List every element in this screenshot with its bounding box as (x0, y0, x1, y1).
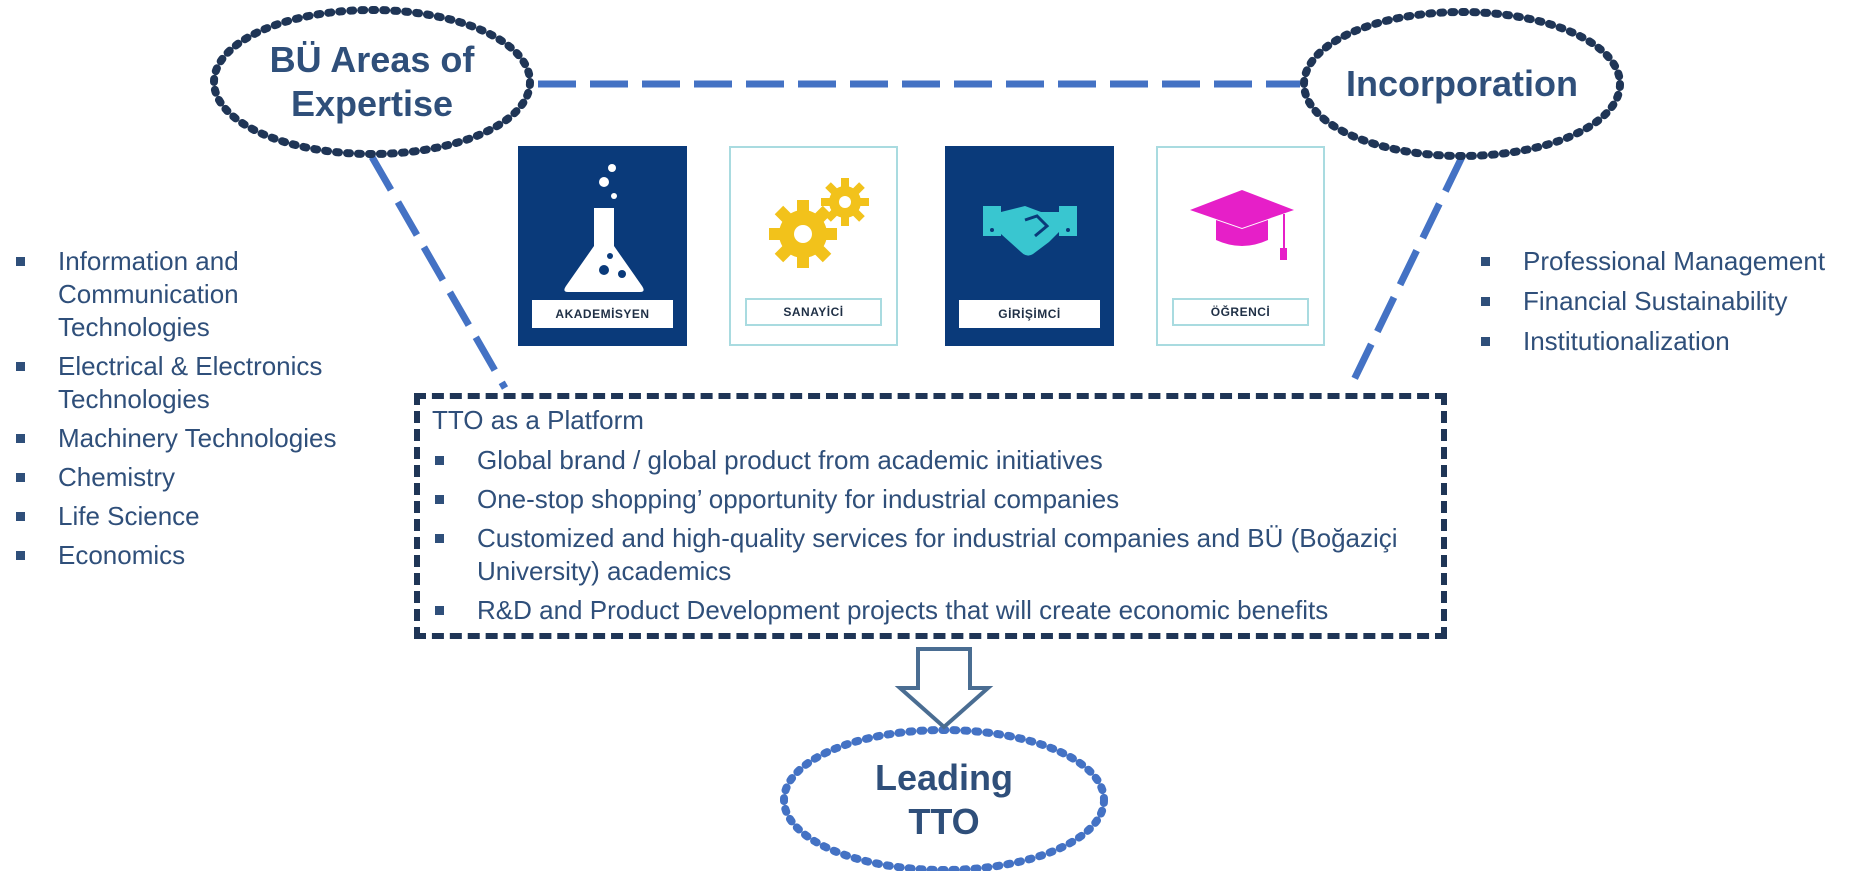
leading-oval-label: Leading TTO (874, 757, 1013, 842)
list-item: Chemistry (14, 461, 374, 494)
list-item: One-stop shopping’ opportunity for indus… (432, 483, 1432, 516)
incorporation-oval (1300, 8, 1624, 160)
tile-akademisyen: AKADEMİSYEN (518, 146, 687, 346)
list-item: Life Science (14, 500, 374, 533)
tile-girisimci: GİRİŞİMCİ (945, 146, 1114, 346)
tile-label: ÖĞRENCİ (1172, 298, 1309, 326)
list-item: Customized and high-quality services for… (432, 522, 1432, 588)
list-item: Global brand / global product from acade… (432, 444, 1432, 477)
list-item: Institutionalization (1479, 325, 1869, 358)
list-item: Financial Sustainability (1479, 285, 1869, 318)
tile-label: SANAYİCİ (745, 298, 882, 326)
list-item: Economics (14, 539, 374, 572)
leading-oval (780, 726, 1108, 871)
tile-label: GİRİŞİMCİ (959, 300, 1100, 328)
gears-icon (769, 178, 869, 268)
down-arrow-icon (894, 647, 994, 730)
expertise-oval-label: BÜ Areas of Expertise (269, 39, 475, 124)
tile-ogrenci: ÖĞRENCİ (1156, 146, 1325, 346)
expertise-oval (210, 6, 534, 158)
expertise-list: Information and Communication Technologi… (14, 245, 374, 578)
tile-sanayici: SANAYİCİ (729, 146, 898, 346)
platform-box (414, 393, 1447, 639)
incorporation-oval-label: Incorporation (1346, 63, 1578, 104)
platform-title: TTO as a Platform (432, 405, 644, 435)
flask-icon (564, 164, 644, 292)
list-item: R&D and Product Development projects tha… (432, 594, 1432, 627)
handshake-icon (983, 206, 1077, 256)
platform-list: Global brand / global product from acade… (432, 444, 1432, 633)
list-item: Machinery Technologies (14, 422, 374, 455)
list-item: Information and Communication Technologi… (14, 245, 374, 344)
list-item: Electrical & Electronics Technologies (14, 350, 374, 416)
graduation-cap-icon (1190, 190, 1294, 260)
incorporation-list: Professional Management Financial Sustai… (1479, 245, 1869, 365)
right-connector-line (1346, 155, 1466, 390)
tile-label: AKADEMİSYEN (532, 300, 673, 328)
list-item: Professional Management (1479, 245, 1869, 278)
left-connector-line (368, 155, 509, 390)
